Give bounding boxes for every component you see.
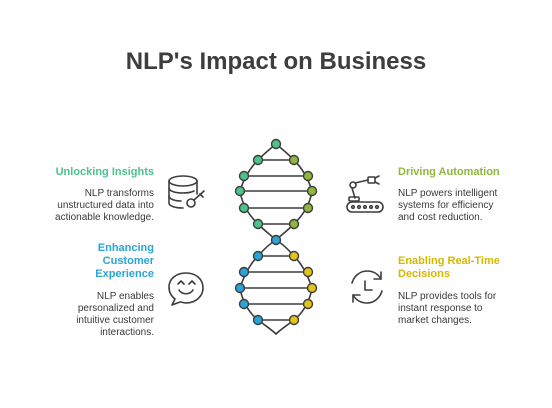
helix-node-blue [270,234,282,246]
helix-node-green [234,185,246,197]
description-line: NLP powers intelligent [398,188,498,199]
helix-node-yellow [302,298,314,310]
helix-node-yellow [288,314,300,326]
helix-node-blue [252,314,264,326]
description-line: systems for efficiency [398,200,494,211]
helix-node-olive [302,170,314,182]
realtime-decisions-heading: Enabling Real-Time Decisions [398,255,500,281]
helix-node-green [270,138,282,150]
helix-node-green [238,170,250,182]
description-line: intuitive customer [76,315,154,326]
helix-node-green [238,202,250,214]
helix-node-yellow [306,282,318,294]
heading-line: Unlocking Insights [55,166,154,178]
description-line: NLP transforms [84,188,154,199]
helix-node-olive [306,185,318,197]
helix-node-olive [288,154,300,166]
description-line: NLP provides tools for [398,291,497,302]
heading-line: Enabling Real-Time [398,255,500,267]
heading-line: Experience [95,268,154,280]
description-line: market changes. [398,315,472,326]
helix-node-olive [288,218,300,230]
driving-automation-description: NLP powers intelligent systems for effic… [398,188,497,224]
enhancing-experience-heading: Enhancing Customer Experience [95,242,154,281]
description-line: and cost reduction. [398,212,483,223]
helix-node-yellow [288,250,300,262]
unlocking-insights-description: NLP transforms unstructured data into ac… [55,188,154,224]
helix-node-blue [238,266,250,278]
helix-nodes [234,138,318,326]
description-line: interactions. [100,327,154,338]
smiling-chat-bubble-icon [168,272,204,306]
helix-node-yellow [302,266,314,278]
description-line: actionable knowledge. [55,212,154,223]
helix-node-olive [302,202,314,214]
page-title: NLP's Impact on Business [125,48,427,75]
heading-line: Decisions [398,268,450,280]
helix-node-green [252,218,264,230]
driving-automation-heading: Driving Automation [398,166,500,179]
helix-node-blue [252,250,264,262]
heading-line: Customer [102,255,154,267]
clock-refresh-icon [351,270,383,304]
description-line: personalized and [77,303,154,314]
description-line: NLP enables [96,291,154,302]
description-line: instant response to [398,303,483,314]
database-key-icon [168,175,205,209]
helix-node-blue [234,282,246,294]
heading-line: Enhancing [97,242,154,254]
robot-arm-conveyor-icon [346,175,384,213]
helix-node-blue [238,298,250,310]
realtime-decisions-description: NLP provides tools for instant response … [398,291,496,327]
enhancing-experience-description: NLP enables personalized and intuitive c… [76,291,154,339]
heading-line: Driving Automation [398,166,500,178]
helix-node-green [252,154,264,166]
unlocking-insights-heading: Unlocking Insights [56,166,154,179]
description-line: unstructured data into [57,200,154,211]
